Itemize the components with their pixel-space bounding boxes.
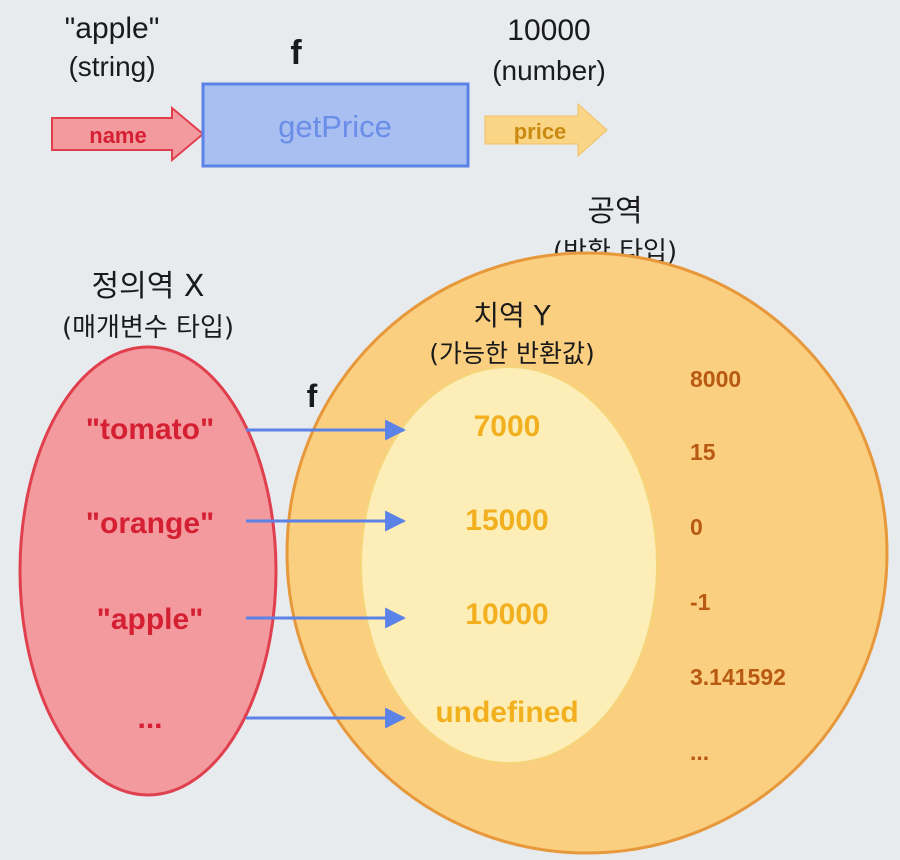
price-arrow: price [484, 102, 608, 158]
input-value-label: "apple" [65, 12, 160, 45]
function-symbol-top: f [290, 34, 302, 72]
range-subtitle: (가능한 반환값) [429, 339, 594, 368]
range-ellipse [360, 366, 658, 764]
codomain-value: -1 [690, 589, 711, 615]
input-type-label: (string) [68, 51, 155, 82]
codomain-value: 8000 [690, 366, 741, 392]
domain-item: "tomato" [86, 413, 214, 446]
range-item: 10000 [465, 598, 548, 631]
function-box: getPrice [201, 82, 470, 168]
output-value-label: 10000 [507, 14, 590, 47]
function-symbol-mapping: f [307, 378, 318, 414]
name-arrow-label: name [89, 123, 146, 148]
name-arrow: name [51, 105, 205, 163]
codomain-title: 공역 [587, 194, 642, 229]
codomain-value: 3.141592 [690, 664, 786, 690]
domain-subtitle: (매개변수 타입) [62, 313, 234, 343]
domain-ellipse [18, 345, 278, 797]
output-type-label: (number) [492, 55, 606, 86]
domain-item: ... [137, 702, 162, 735]
price-arrow-label: price [514, 119, 567, 144]
range-item: undefined [435, 696, 578, 729]
range-item: 7000 [474, 410, 541, 443]
domain-item: "apple" [97, 603, 204, 636]
range-title: 치역 Y [473, 299, 551, 332]
codomain-value: 0 [690, 514, 703, 540]
codomain-value: ... [690, 739, 709, 765]
range-item: 15000 [465, 504, 548, 537]
domain-title: 정의역 X [92, 269, 205, 304]
domain-item: "orange" [86, 507, 214, 540]
codomain-value: 15 [690, 439, 716, 465]
function-name: getPrice [278, 109, 392, 144]
